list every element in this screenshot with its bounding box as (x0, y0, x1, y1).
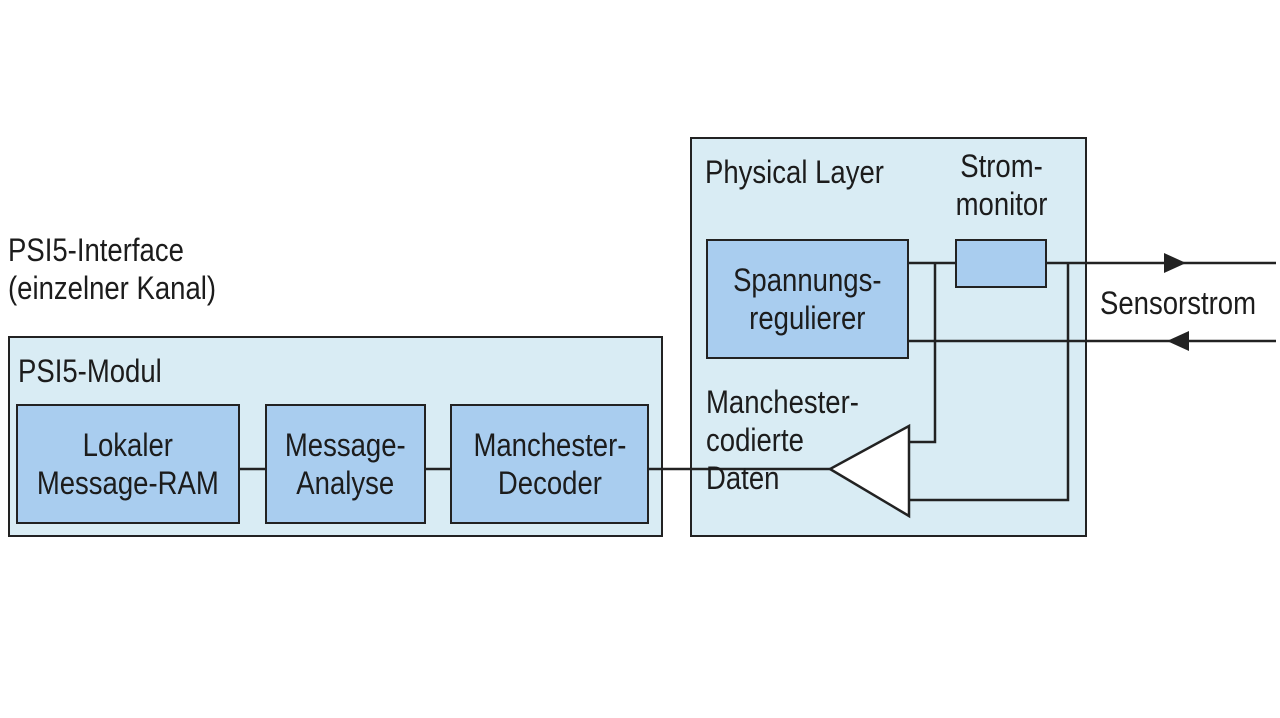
voltage-regulator-block: Spannungs-regulierer (706, 239, 909, 359)
comparator-triangle (827, 423, 911, 519)
manchester-decoder-block: Manchester-Decoder (450, 404, 649, 524)
physical-layer-title: Physical Layer (705, 154, 884, 190)
sensor-current-label: Sensorstrom (1100, 285, 1256, 321)
current-monitor-block (955, 239, 1047, 288)
message-analysis-block: Message-Analyse (265, 404, 426, 524)
interface-label: PSI5-Interface (einzelner Kanal) (8, 232, 217, 306)
arrow-right-icon (1164, 253, 1186, 273)
manchester-data-label: Manchester- codierte Daten (706, 384, 859, 496)
current-monitor-label: Strom- monitor (955, 148, 1048, 222)
comparator-top-feed (909, 263, 937, 444)
comparator-bottom-feed (909, 263, 1070, 502)
arrow-left-icon (1167, 331, 1189, 351)
module-title: PSI5-Modul (18, 353, 162, 389)
